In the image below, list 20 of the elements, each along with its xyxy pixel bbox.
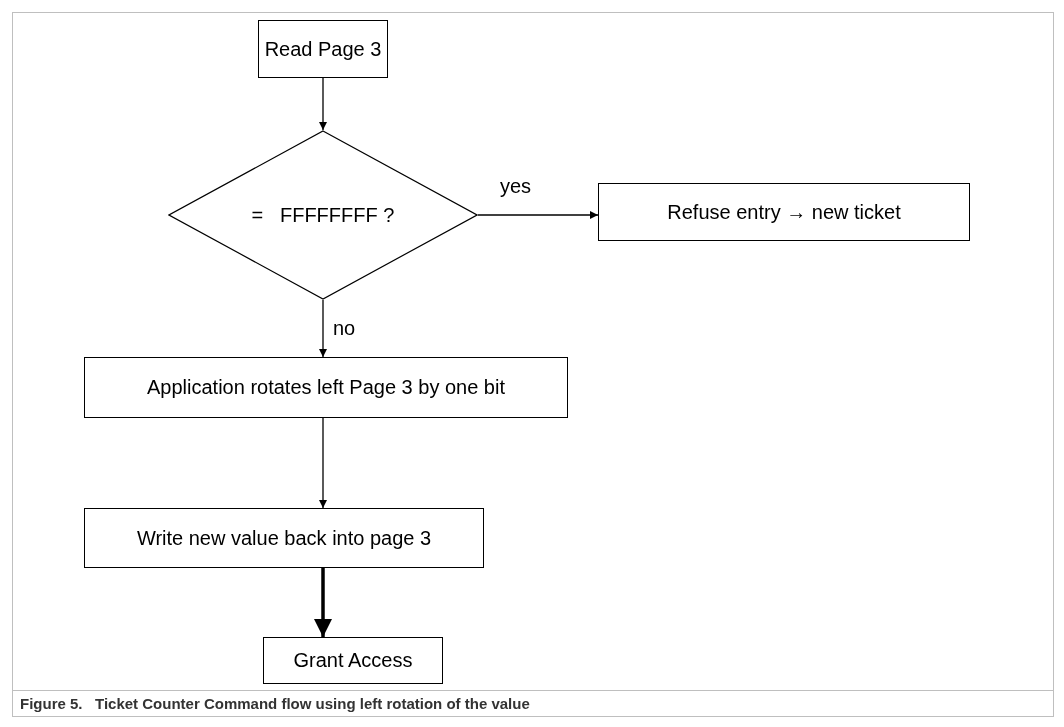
arrow (319, 299, 327, 358)
node-label: Refuse entry → new ticket (667, 199, 901, 225)
arrow (314, 568, 332, 637)
edge-label: no (333, 318, 356, 338)
decision-diamond (168, 130, 478, 300)
process-box (84, 508, 484, 568)
edge-label: yes (500, 176, 532, 196)
process-box (263, 637, 443, 684)
arrow (319, 77, 327, 131)
arrow (319, 417, 327, 509)
node-label: Application rotates left Page 3 by one bit (147, 375, 505, 400)
node-label: = FFFFFFFF ? (251, 202, 395, 228)
caption: Figure 5. Ticket Counter Command flow using left rotation of the value (20, 693, 530, 714)
node-label: Grant Access (293, 648, 413, 673)
arrow (477, 211, 599, 219)
process-box (598, 183, 970, 241)
process-box (258, 20, 388, 78)
node-label: Write new value back into page 3 (136, 525, 432, 551)
process-box (84, 357, 568, 418)
node-label: Read Page 3 (264, 36, 382, 62)
